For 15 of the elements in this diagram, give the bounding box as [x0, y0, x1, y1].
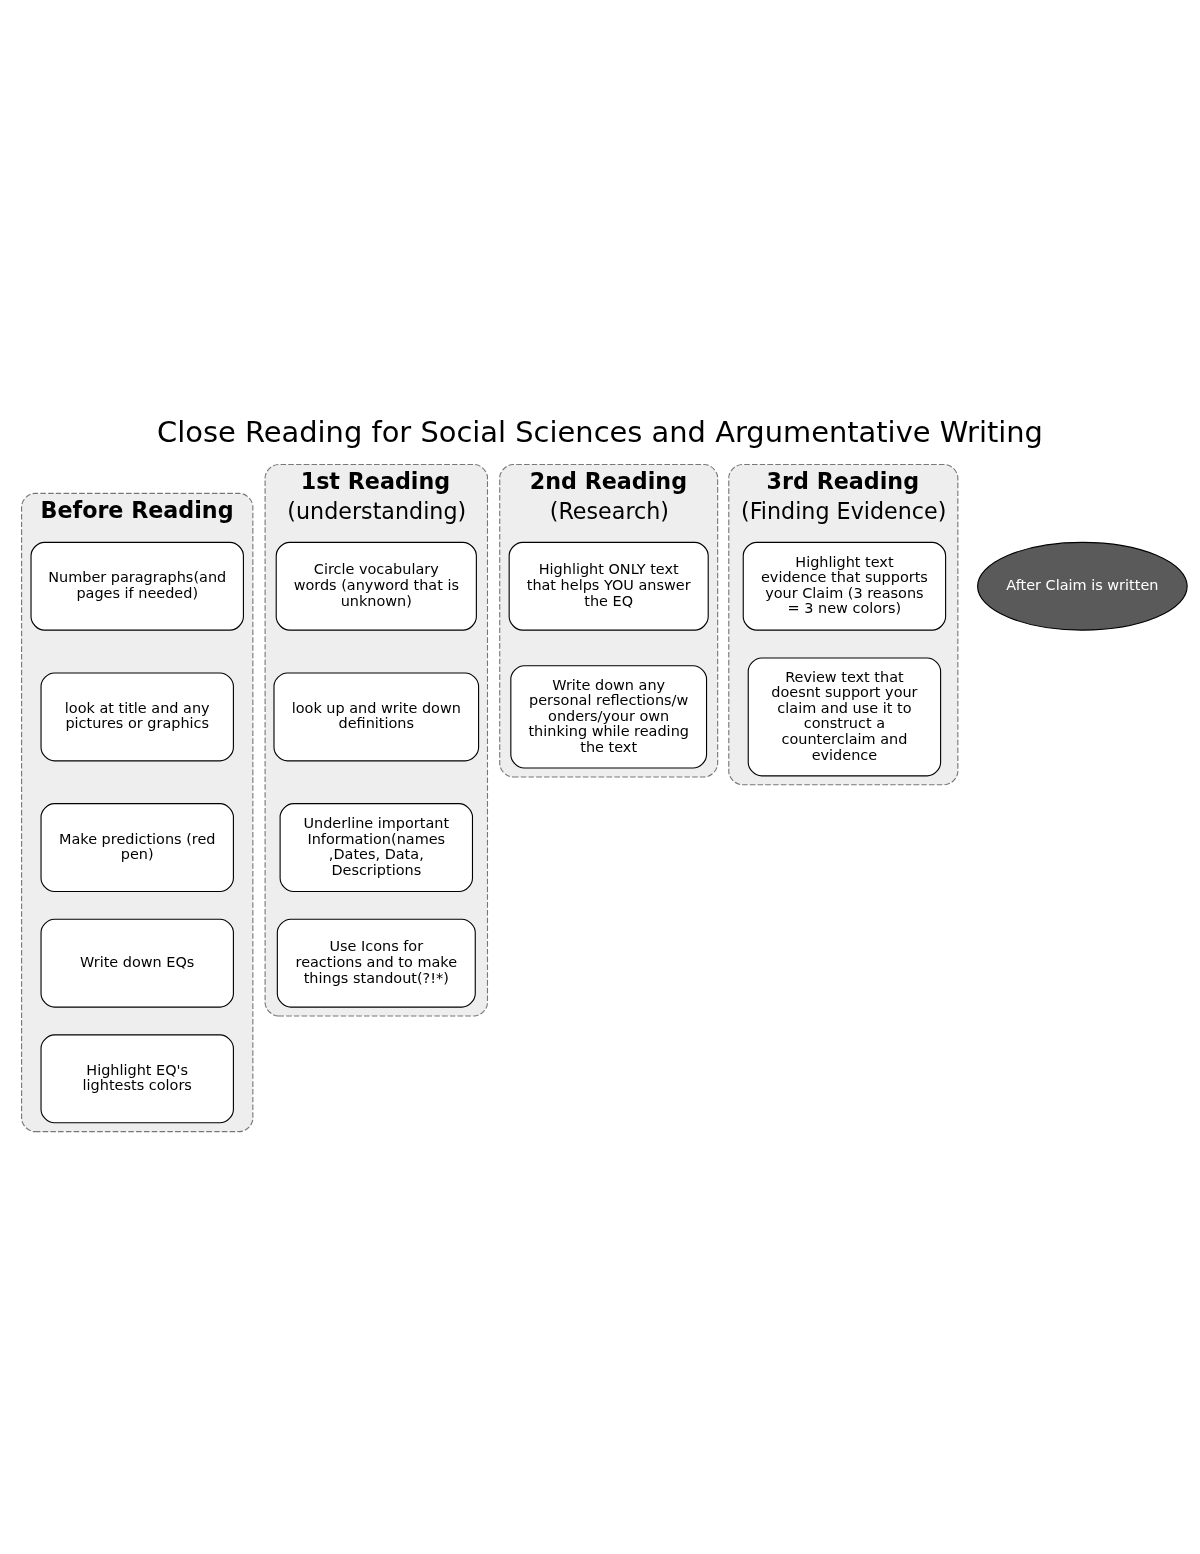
node-box: Underline important Information(names ,Dates, Data, Descriptions	[279, 802, 474, 892]
node-box: look at title and any pictures or graphics	[40, 671, 234, 761]
diagram-title: Close Reading for Social Sciences and Argumentative Writing	[157, 414, 1043, 449]
node-box: Write down EQs	[40, 918, 234, 1008]
node-box: Highlight text evidence that supports your Claim (3 reasons = 3 new colors)	[742, 541, 947, 631]
node-box: Make predictions (red pen)	[40, 802, 234, 892]
node-box: Use Icons for reactions and to make things standout(?!*)	[276, 918, 476, 1008]
node-box: Circle vocabulary words (anyword that is unknown)	[275, 541, 477, 631]
node-box: Number paragraphs(and pages if needed)	[30, 541, 244, 631]
node-box: Highlight EQ's lightests colors	[40, 1033, 234, 1123]
node-box: Review text that doesnt support your claim and use it to construct a counterclaim and evidence	[747, 656, 942, 776]
node-box: look up and write down definitions	[273, 671, 480, 761]
node-ellipse: After Claim is written	[977, 541, 1188, 631]
node-box: Highlight ONLY text that helps YOU answer the EQ	[508, 541, 709, 631]
node-box: Write down any personal reflections/wonders/your own thinking while reading the text	[510, 664, 708, 769]
